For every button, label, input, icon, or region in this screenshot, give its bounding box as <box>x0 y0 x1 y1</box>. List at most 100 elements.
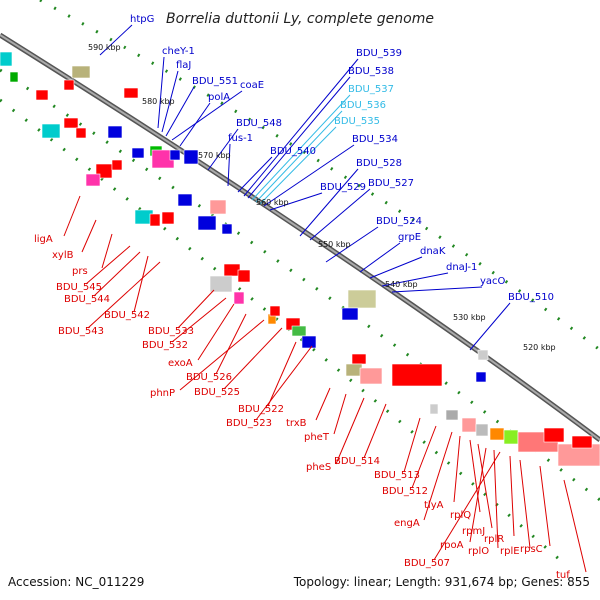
bottom-gene-label: BDU_543 <box>58 326 104 337</box>
bottom-connector <box>333 393 347 435</box>
bottom-gene-label: BDU_533 <box>148 326 194 337</box>
bottom-connector <box>267 341 297 407</box>
top-gene-label: coaE <box>240 80 264 91</box>
bottom-gene-label: BDU_526 <box>186 372 232 383</box>
bottom-connector <box>179 319 265 391</box>
kbp-tick-label: 530 kbp <box>453 313 486 322</box>
top-gene-label: BDU_510 <box>508 292 554 303</box>
bottom-gene-label: engA <box>394 518 420 529</box>
top-connector <box>391 286 483 293</box>
top-gene-label: flaJ <box>176 60 191 71</box>
bottom-connector <box>453 435 461 503</box>
kbp-tick-label: 520 kbp <box>523 343 556 352</box>
top-gene-label: dnaJ-1 <box>446 262 477 273</box>
top-connector <box>207 128 239 171</box>
top-gene-label: BDU_536 <box>340 100 386 111</box>
top-connector <box>369 256 423 279</box>
top-gene-label: BDU_534 <box>352 134 398 145</box>
bottom-gene-label: rplQ <box>450 510 471 521</box>
top-connector <box>309 188 371 241</box>
page-title: Borrelia duttonii Ly, complete genome <box>166 11 434 27</box>
bottom-connector <box>63 195 81 237</box>
top-connector <box>171 90 243 141</box>
gene-features <box>0 51 600 467</box>
bottom-gene-label: exoA <box>168 358 193 369</box>
top-connector <box>299 168 359 237</box>
bottom-gene-label: ligA <box>34 234 53 245</box>
bottom-gene-label: tlyA <box>424 500 444 511</box>
top-connector <box>325 226 379 263</box>
top-gene-label: cheY-1 <box>162 46 195 57</box>
bottom-connector <box>81 219 97 253</box>
bottom-gene-label: BDU_525 <box>194 387 240 398</box>
accession-text: Accession: NC_011229 <box>8 575 144 589</box>
bottom-gene-label: rpmJ <box>462 526 485 537</box>
bottom-connector <box>197 303 235 361</box>
top-connector <box>243 58 359 197</box>
top-gene-label: BDU_548 <box>236 118 282 129</box>
bottom-gene-label: BDU_512 <box>382 486 428 497</box>
bottom-connector <box>133 255 149 313</box>
bottom-gene-label: BDU_513 <box>374 470 420 481</box>
top-connector <box>251 94 351 201</box>
bottom-connector <box>477 443 493 529</box>
top-gene-label: BDU_527 <box>368 178 414 189</box>
bottom-connector <box>85 245 131 285</box>
top-gene-label: BDU_529 <box>320 182 366 193</box>
bottom-connector <box>493 449 499 549</box>
genome-summary: Topology: linear; Length: 931,674 bp; Ge… <box>293 575 590 589</box>
bottom-connector <box>93 251 141 297</box>
bottom-gene-label: prs <box>72 266 88 277</box>
top-connector <box>157 56 165 129</box>
top-gene-label: BDU_524 <box>376 216 422 227</box>
label-connectors <box>63 24 587 573</box>
top-gene-label: dnaK <box>420 246 446 257</box>
bottom-connector <box>255 345 313 421</box>
top-connector <box>269 192 323 211</box>
bottom-gene-label: BDU_507 <box>404 558 450 569</box>
bottom-gene-label: pheS <box>306 462 331 473</box>
bottom-connector <box>177 289 215 329</box>
kbp-tick-label: 580 kbp <box>142 97 175 106</box>
top-gene-label: BDU_535 <box>334 116 380 127</box>
bottom-gene-label: rplO <box>468 546 489 557</box>
bottom-gene-label: BDU_523 <box>226 418 272 429</box>
top-connector <box>259 126 337 205</box>
bottom-gene-label: rpoA <box>440 540 464 551</box>
top-connector <box>263 144 355 207</box>
bottom-gene-label: phnP <box>150 388 175 399</box>
bottom-connector <box>101 233 113 269</box>
top-gene-label: BDU_540 <box>270 146 316 157</box>
top-gene-label: BDU_537 <box>348 84 394 95</box>
bottom-gene-label: rplE <box>500 546 520 557</box>
top-connector <box>359 242 401 273</box>
top-gene-label: htpG <box>130 14 154 25</box>
bottom-connector <box>403 417 421 473</box>
bottom-connector <box>87 261 161 329</box>
bottom-connector <box>563 479 587 573</box>
top-connector <box>255 110 343 203</box>
bottom-connector <box>223 327 283 390</box>
top-connector <box>99 24 133 56</box>
top-gene-label: BDU_538 <box>348 66 394 77</box>
top-gene-label: BDU_528 <box>356 158 402 169</box>
top-gene-label: grpE <box>398 232 421 243</box>
bottom-gene-label: BDU_542 <box>104 310 150 321</box>
bottom-connector <box>363 403 387 459</box>
top-gene-label: polA <box>208 92 230 103</box>
kbp-tick-label: 550 kbp <box>318 240 351 249</box>
bottom-connector <box>469 447 487 543</box>
top-connector <box>247 76 351 199</box>
bottom-connector <box>423 431 453 521</box>
top-connector <box>237 156 273 193</box>
top-connector <box>161 70 179 133</box>
bottom-gene-label: BDU_545 <box>56 282 102 293</box>
bottom-connector <box>509 455 515 537</box>
bottom-gene-label: xylB <box>52 250 74 261</box>
bottom-gene-label: rpsC <box>520 544 543 555</box>
bottom-connector <box>215 313 247 375</box>
